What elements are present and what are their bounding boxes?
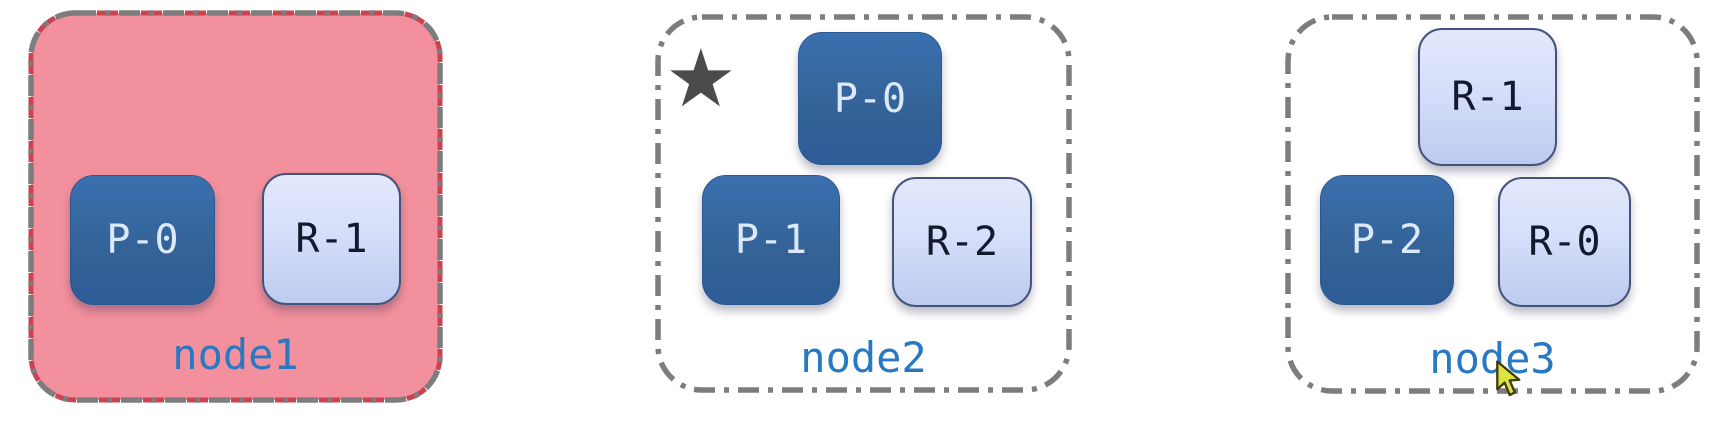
mouse-cursor-icon (1496, 360, 1521, 397)
chip-label: P-1 (734, 217, 808, 263)
node2-label: node2 (800, 333, 927, 382)
replica-chip-r0-node3: R-0 (1498, 177, 1631, 307)
replica-chip-r1-node3: R-1 (1418, 28, 1557, 166)
pod-chip-p0-node1: P-0 (70, 175, 215, 305)
pod-chip-p2-node3: P-2 (1320, 175, 1454, 305)
node-node3: R-1 P-2 R-0 node3 (1285, 14, 1700, 394)
node1-label: node1 (172, 330, 299, 379)
pod-chip-p0-node2: P-0 (798, 32, 942, 165)
pod-chip-p1-node2: P-1 (702, 175, 840, 305)
chip-label: P-0 (833, 75, 907, 122)
chip-label: P-2 (1350, 217, 1424, 263)
chip-label: R-1 (1451, 74, 1524, 120)
chip-label: R-2 (925, 219, 999, 265)
node3-label: node3 (1429, 334, 1556, 383)
chip-label: R-1 (295, 216, 368, 262)
replica-chip-r1-node1: R-1 (262, 173, 401, 305)
chip-label: R-0 (1528, 219, 1601, 265)
node-node2: ★ P-0 P-1 R-2 node2 (655, 14, 1072, 393)
chip-label: P-0 (106, 217, 179, 263)
replica-chip-r2-node2: R-2 (892, 177, 1032, 307)
node-node1: P-0 R-1 node1 (28, 10, 443, 403)
star-icon: ★ (665, 32, 737, 125)
